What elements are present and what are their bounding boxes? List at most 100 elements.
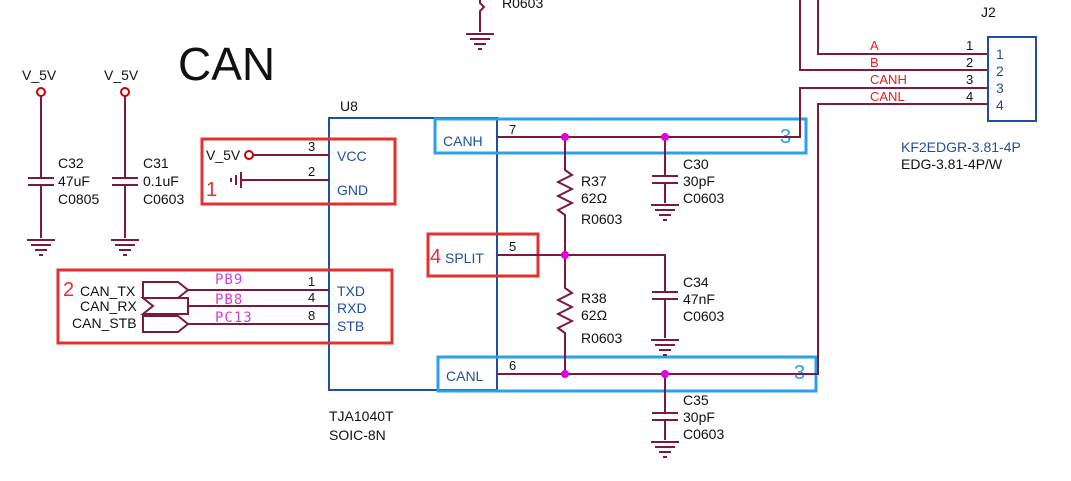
c34-package: C0603 <box>683 308 724 324</box>
net-a-wire <box>817 0 988 55</box>
net-label-stb: PC13 <box>215 310 253 326</box>
u8-pin-gnd-name: GND <box>337 182 368 198</box>
net-label-txd: PB9 <box>215 272 243 288</box>
annotation-4: 4 <box>430 246 441 268</box>
net-label-canh: CANH <box>870 72 907 87</box>
u8-pin-canh-name: CANH <box>443 133 483 149</box>
u8-pin-vcc-number: 3 <box>308 139 315 154</box>
c35-capacitor: C35 30pF C0603 <box>651 374 724 458</box>
power-port-icon <box>36 87 46 97</box>
ground-icon <box>651 441 679 458</box>
j2-wire-pin-1: 1 <box>966 38 973 53</box>
u8-ref: U8 <box>340 98 358 114</box>
c30-value: 30pF <box>683 173 715 189</box>
u8-pin-gnd-number: 2 <box>308 164 315 179</box>
c35-package: C0603 <box>683 426 724 442</box>
r37-resistor: R37 62Ω R0603 <box>555 137 622 255</box>
j2-wire-pin-3: 3 <box>966 72 973 87</box>
port-can-stb <box>142 315 190 333</box>
port-can-tx-label: CAN_TX <box>80 283 136 299</box>
port-can-rx-label: CAN_RX <box>80 298 137 314</box>
u8-pin-split-name: SPLIT <box>445 250 484 266</box>
u8-pin-canl-number: 6 <box>509 358 516 373</box>
c34-value: 47nF <box>683 291 715 307</box>
j2-package: EDG-3.81-4P/W <box>901 156 1003 172</box>
port-can-stb-label: CAN_STB <box>72 315 137 331</box>
u8-package: SOIC-8N <box>329 427 386 443</box>
junction-dot <box>661 133 669 141</box>
c30-package: C0603 <box>683 190 724 206</box>
r37-value: 62Ω <box>581 190 607 206</box>
j2-part: KF2EDGR-3.81-4P <box>901 139 1021 155</box>
ground-icon <box>651 339 679 356</box>
c32-ref: C32 <box>58 155 84 171</box>
r37-ref: R37 <box>581 173 607 189</box>
junction-dot <box>561 370 569 378</box>
r38-package: R0603 <box>581 330 622 346</box>
u8-pin-txd-number: 1 <box>308 274 315 289</box>
c34-ref: C34 <box>683 274 709 290</box>
u8-pin-canl-name: CANL <box>446 368 484 384</box>
junction-dot <box>561 251 569 259</box>
c30-capacitor: C30 30pF C0603 <box>651 137 724 221</box>
c35-value: 30pF <box>683 409 715 425</box>
power-port-icon <box>244 150 254 160</box>
port-can-rx <box>140 297 189 315</box>
u8-pin-stb-name: STB <box>337 318 364 334</box>
net-b-wire <box>799 0 988 71</box>
highlight-box-3-canh <box>433 117 808 155</box>
r37-package: R0603 <box>581 211 622 227</box>
r38-resistor: R38 62Ω R0603 <box>555 255 622 374</box>
r38-value: 62Ω <box>581 307 607 323</box>
c34-capacitor: C34 47nF C0603 <box>651 274 724 356</box>
annotation-2: 2 <box>63 279 74 301</box>
r38-ref: R38 <box>581 290 607 306</box>
j2-wire-pin-4: 4 <box>966 89 973 104</box>
net-label-rxd: PB8 <box>215 292 243 308</box>
junction-dot <box>561 133 569 141</box>
top-partial-resistor: R0603 <box>466 0 543 50</box>
ground-icon <box>651 204 679 221</box>
u8-pin-rxd-name: RXD <box>337 300 367 316</box>
c31-ref: C31 <box>143 155 169 171</box>
ground-icon <box>111 239 139 256</box>
net-label-a: A <box>870 38 879 53</box>
u8-pin-stb-number: 8 <box>308 308 315 323</box>
j2-ref: J2 <box>981 4 996 20</box>
j2-pin-3: 3 <box>996 80 1004 96</box>
top-resistor-package: R0603 <box>502 0 543 11</box>
ground-icon <box>230 172 329 188</box>
j2-pin-4: 4 <box>996 97 1004 113</box>
u8-pin-vcc-name: VCC <box>337 148 367 164</box>
ground-icon <box>27 239 55 256</box>
c30-ref: C30 <box>683 156 709 172</box>
power-port-icon <box>120 87 130 97</box>
j2-wire-pin-2: 2 <box>966 55 973 70</box>
c31-value: 0.1uF <box>143 173 179 189</box>
highlight-box-1 <box>200 137 397 206</box>
net-label-canl: CANL <box>870 89 905 104</box>
c32-package: C0805 <box>58 191 99 207</box>
schematic-title: CAN <box>178 38 275 90</box>
junction-dot <box>661 370 669 378</box>
c31-package: C0603 <box>143 191 184 207</box>
j2-connector-body <box>987 36 1037 122</box>
power-label-left: V_5V <box>22 67 57 83</box>
net-label-b: B <box>870 55 879 70</box>
c31-decoupling: V_5V C31 0.1uF C0603 <box>104 67 184 256</box>
u8-pin-canh-number: 7 <box>509 122 516 137</box>
j2-pin-2: 2 <box>996 63 1004 79</box>
u8-part: TJA1040T <box>329 408 394 424</box>
annotation-1: 1 <box>206 179 217 201</box>
c32-value: 47uF <box>58 173 90 189</box>
port-can-tx <box>142 281 190 299</box>
u8-pin-split-number: 5 <box>509 239 516 254</box>
c32-decoupling: V_5V C32 47uF C0805 <box>22 67 99 256</box>
u8-vcc-power-label: V_5V <box>206 147 241 163</box>
u8-pin-rxd-number: 4 <box>308 290 315 305</box>
u8-pin-txd-name: TXD <box>337 283 365 299</box>
j2-pin-1: 1 <box>996 46 1004 62</box>
highlight-box-2 <box>56 268 394 345</box>
power-label-right: V_5V <box>104 67 139 83</box>
